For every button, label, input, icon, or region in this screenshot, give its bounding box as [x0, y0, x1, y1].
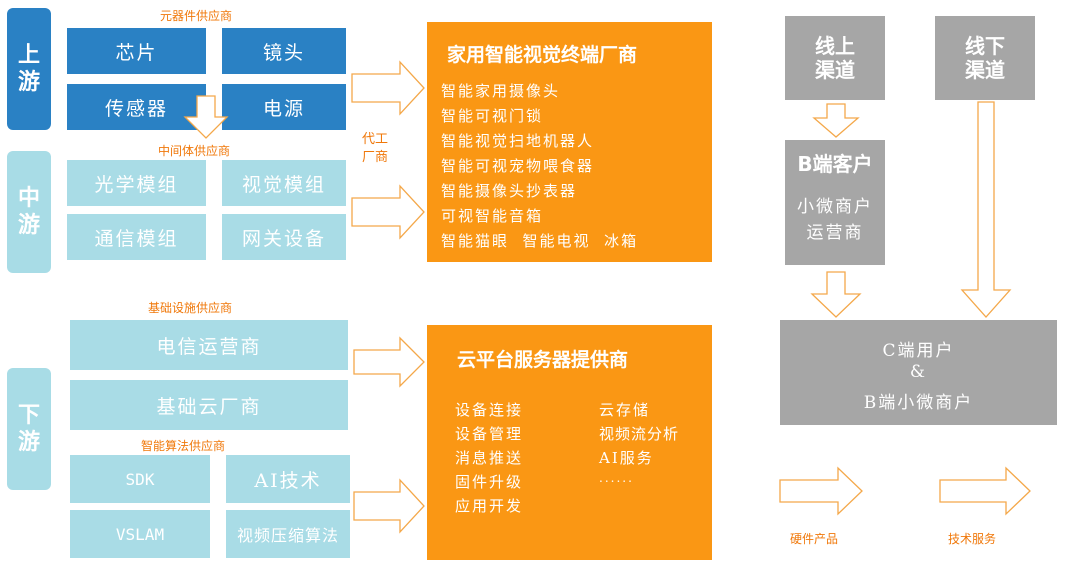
terminal-panel-title: 家用智能视觉终端厂商 — [447, 44, 638, 66]
online-to-b-client-arrow — [812, 103, 860, 138]
algorithm-supplier-label: 智能算法供应商 — [141, 439, 226, 453]
c-user-line: C端用户 — [882, 341, 955, 361]
lens-box: 镜头 — [222, 28, 346, 74]
cloud-right-item: 云存储 — [599, 401, 651, 419]
legend-hardware-label: 硬件产品 — [790, 532, 839, 546]
cloud-left-item: 固件升级 — [455, 473, 524, 491]
gateway-box: 网关设备 — [222, 214, 346, 260]
cloud-right-item: ...... — [599, 471, 634, 485]
c-user-line: & — [909, 362, 928, 382]
terminal-line: 智能视觉扫地机器人 — [441, 132, 595, 150]
comm-module-box: 通信模组 — [67, 214, 206, 260]
cloud-right-item: AI服务 — [599, 449, 654, 467]
downstream-tab: 下游 — [7, 368, 51, 490]
video-compression-box: 视频压缩算法 — [226, 510, 350, 558]
terminal-line: 智能可视门锁 — [441, 107, 544, 125]
cloud-panel-title: 云平台服务器提供商 — [457, 349, 629, 371]
online-channel-box: 线上渠道 — [785, 16, 885, 100]
b-client-title: B端客户 — [797, 152, 873, 176]
infrastructure-supplier-label: 基础设施供应商 — [148, 301, 233, 315]
terminal-vendor-panel: 家用智能视觉终端厂商 智能家用摄像头 智能可视门锁 智能视觉扫地机器人 智能可视… — [427, 22, 712, 262]
terminal-line: 智能摄像头抄表器 — [441, 182, 578, 200]
cloud-left-item: 设备管理 — [455, 425, 524, 443]
b-client-to-c-user-arrow — [810, 271, 862, 318]
intermediate-supplier-label: 中间体供应商 — [158, 144, 231, 158]
upstream-to-terminal-arrow — [351, 60, 425, 116]
b-client-line: 小微商户 — [797, 197, 873, 217]
sensor-box: 传感器 — [67, 84, 206, 130]
vslam-box: VSLAM — [70, 510, 210, 558]
offline-to-c-user-arrow — [960, 101, 1012, 318]
legend-hardware-arrow — [779, 466, 863, 516]
chip-box: 芯片 — [67, 28, 206, 74]
terminal-line: 可视智能音箱 — [441, 207, 544, 225]
midstream-tab: 中游 — [7, 151, 51, 273]
b-client-line: 运营商 — [806, 223, 864, 243]
cloud-left-item: 设备连接 — [455, 401, 524, 419]
sdk-box: SDK — [70, 455, 210, 503]
oem-label-1: 代工 — [362, 132, 389, 147]
c-user-box: C端用户 & B端小微商户 — [780, 320, 1057, 425]
upstream-tab: 上游 — [7, 8, 51, 130]
power-box: 电源 — [222, 84, 346, 130]
legend-tech-label: 技术服务 — [948, 532, 997, 546]
cloud-left-item: 应用开发 — [455, 497, 524, 515]
telecom-box: 电信运营商 — [70, 320, 348, 370]
offline-channel-box: 线下渠道 — [935, 16, 1035, 100]
cloud-right-item: 视频流分析 — [599, 425, 680, 443]
cloud-provider-panel: 云平台服务器提供商 设备连接 设备管理 消息推送 固件升级 应用开发 云存储 视… — [427, 325, 712, 560]
algo-to-cloud-arrow — [353, 478, 425, 534]
terminal-line: 智能猫眼 智能电视 冰箱 — [441, 232, 639, 250]
b-client-box: B端客户 小微商户 运营商 — [785, 140, 885, 265]
optical-module-box: 光学模组 — [67, 160, 206, 206]
cloud-left-item: 消息推送 — [455, 449, 524, 467]
c-user-line: B端小微商户 — [863, 393, 974, 413]
midstream-to-terminal-arrow — [351, 184, 425, 240]
vision-module-box: 视觉模组 — [222, 160, 346, 206]
terminal-line: 智能可视宠物喂食器 — [441, 157, 595, 175]
legend-tech-arrow — [939, 466, 1031, 516]
oem-label-2: 厂商 — [362, 150, 389, 165]
ai-tech-box: AI技术 — [226, 455, 350, 503]
terminal-line: 智能家用摄像头 — [441, 82, 561, 100]
components-supplier-label: 元器件供应商 — [160, 9, 233, 23]
cloud-vendor-box: 基础云厂商 — [70, 380, 348, 430]
upstream-to-midstream-arrow — [183, 95, 229, 139]
infra-to-cloud-arrow — [353, 336, 425, 388]
